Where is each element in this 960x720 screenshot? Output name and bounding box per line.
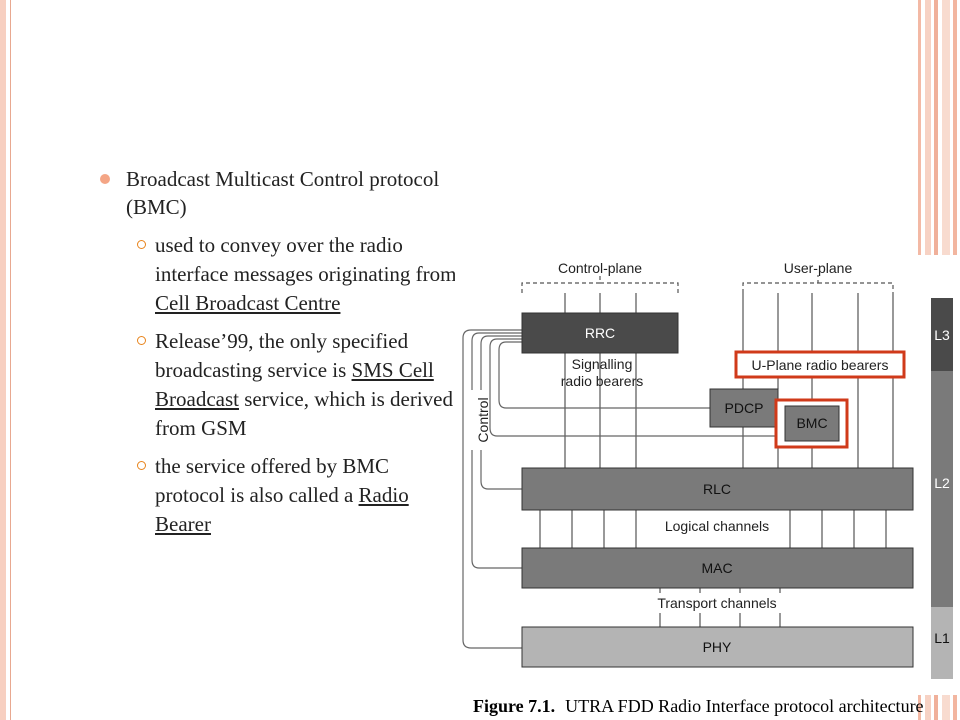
layer-l1-bar xyxy=(931,607,953,679)
sub-bullet-2-text: Release’99, the only specified broadcast… xyxy=(155,329,409,382)
figure-number: Figure 7.1. xyxy=(473,696,556,716)
sub-bullet-2: Release’99, the only specified broadcast… xyxy=(100,327,460,443)
bullet-list: Broadcast Multicast Control protocol (BM… xyxy=(100,165,460,548)
control-line-phy xyxy=(462,329,522,649)
radio-bearer-link[interactable]: Radio Bearer xyxy=(155,483,409,536)
control-line-bmc xyxy=(489,338,778,437)
control-lines xyxy=(462,329,778,649)
rrc-block xyxy=(521,312,679,354)
rlc-label: RLC xyxy=(703,481,731,497)
layer-l3-bar xyxy=(931,298,953,371)
figure-caption: Figure 7.1. UTRA FDD Radio Interface prot… xyxy=(473,696,924,717)
logical-channels-label: Logical channels xyxy=(665,518,769,534)
phy-label: PHY xyxy=(703,639,732,655)
left-edge-stripe xyxy=(0,0,6,720)
bullet-main: Broadcast Multicast Control protocol (BM… xyxy=(100,165,460,221)
control-plane-label: Control-plane xyxy=(558,260,642,276)
bmc-block xyxy=(784,405,840,442)
figure-caption-text: UTRA FDD Radio Interface protocol archit… xyxy=(565,696,924,716)
ring-bullet-icon xyxy=(137,240,146,249)
user-plane-brace xyxy=(742,275,894,293)
control-label-bg xyxy=(470,390,488,450)
user-plane-label: User-plane xyxy=(784,260,853,276)
logical-channels-bg xyxy=(652,514,782,536)
layer-l1-label: L1 xyxy=(934,630,950,646)
ring-bullet-icon xyxy=(137,336,146,345)
rrc-label: RRC xyxy=(585,325,615,341)
pdcp-block xyxy=(709,388,779,428)
sub-bullet-1: used to convey over the radio interface … xyxy=(100,231,460,318)
sms-cell-broadcast-link[interactable]: SMS Cell Broadcast xyxy=(155,358,434,411)
layer-l3-label: L3 xyxy=(934,327,950,343)
transport-channels-label: Transport channels xyxy=(657,595,776,611)
cell-broadcast-centre-link[interactable]: Cell Broadcast Centre xyxy=(155,291,341,315)
mac-block xyxy=(521,547,914,589)
left-edge-line xyxy=(10,0,11,720)
layer-l2-label: L2 xyxy=(934,475,950,491)
bullet-main-text: Broadcast Multicast Control protocol (BM… xyxy=(126,167,440,219)
pdcp-label: PDCP xyxy=(725,400,764,416)
signalling-label-1: Signalling xyxy=(572,356,633,372)
signalling-label-2: radio bearers xyxy=(561,373,644,389)
sub-bullet-3-text: the service offered by BMC protocol is a… xyxy=(155,454,390,507)
control-plane-brace xyxy=(521,275,679,293)
control-line-mac xyxy=(471,332,522,569)
uplane-bearers-label: U-Plane radio bearers xyxy=(752,357,889,373)
layer-l2-bar xyxy=(931,371,953,607)
transport-channels-bg xyxy=(642,593,792,613)
phy-block xyxy=(521,626,914,668)
ring-bullet-icon xyxy=(137,461,146,470)
rlc-block xyxy=(521,467,914,511)
sub-bullet-2-tail: service, which is derived from GSM xyxy=(155,387,453,440)
bullet-dot-icon xyxy=(100,174,110,184)
mac-label: MAC xyxy=(701,560,732,576)
sub-bullet-3: the service offered by BMC protocol is a… xyxy=(100,452,460,539)
sub-bullet-1-text: used to convey over the radio interface … xyxy=(155,233,457,286)
control-line-pdcp xyxy=(498,341,710,409)
bmc-label: BMC xyxy=(796,415,827,431)
control-label: Control xyxy=(475,397,491,442)
uplane-bearers-highlight xyxy=(734,350,906,379)
